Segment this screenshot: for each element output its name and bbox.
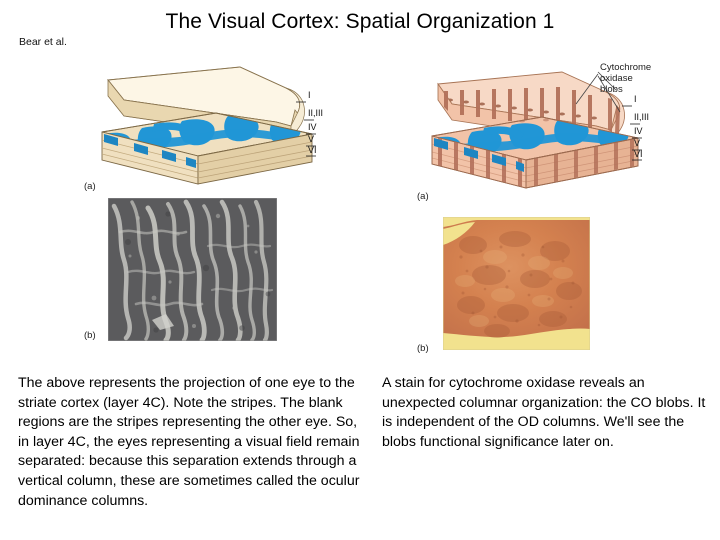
left-diagram-panel-tag: (a) xyxy=(84,181,96,192)
stripe-cut-edges-right xyxy=(434,138,524,172)
right-micrograph-panel-tag: (b) xyxy=(417,343,429,354)
layer-label-V-right: V xyxy=(634,138,641,148)
page-title: The Visual Cortex: Spatial Organization … xyxy=(165,10,555,33)
stripe-cut-edges xyxy=(104,134,196,168)
annotation-line-2: oxidase xyxy=(600,73,633,85)
co-blob-columns-curl xyxy=(608,98,620,136)
left-cortex-svg xyxy=(101,66,316,185)
layer-tick-marks xyxy=(296,101,316,157)
attribution-label: Bear et al. xyxy=(19,36,67,48)
layer-label-VI-right: VI xyxy=(634,149,643,159)
right-cortex-diagram: Cytochrome oxidase blobs I II,III IV V V… xyxy=(430,58,692,198)
layer-label-II-III-right: II,III xyxy=(634,112,650,122)
left-cortex-diagram: I II,III IV V VI xyxy=(90,58,350,198)
cytochrome-oxidase-blobs-annotation: Cytochrome oxidase blobs xyxy=(600,62,651,96)
right-layer-labels: I II,III IV V VI xyxy=(634,94,650,161)
layer-label-I: I xyxy=(308,90,311,100)
layer-label-I-right: I xyxy=(634,94,637,104)
right-cortex-svg xyxy=(431,71,642,189)
layer-label-IV-right: IV xyxy=(634,126,643,136)
layer-label-IV: IV xyxy=(308,122,317,132)
co-blob-columns-flap xyxy=(444,87,592,131)
annotation-line-1: Cytochrome xyxy=(600,62,652,73)
co-stain-svg xyxy=(443,217,590,350)
left-micrograph-panel-tag: (b) xyxy=(84,330,96,341)
right-caption-text: A stain for cytochrome oxidase reveals a… xyxy=(382,375,706,450)
autoradiograph-svg xyxy=(108,198,277,341)
layer-tick-marks-right xyxy=(622,105,642,161)
slab-front-face xyxy=(101,131,313,185)
annotation-line-3: blobs xyxy=(600,84,623,96)
right-diagram-panel-tag: (a) xyxy=(417,191,429,202)
left-layer-labels: I II,III IV V VI xyxy=(308,90,324,157)
layer-label-VI: VI xyxy=(308,145,317,155)
ocular-dominance-autoradiograph xyxy=(108,198,277,341)
cytochrome-oxidase-stain-image xyxy=(443,217,590,350)
layer-label-II-III: II,III xyxy=(308,108,324,118)
left-caption-text: The above represents the projection of o… xyxy=(18,375,360,509)
slab-faces-right xyxy=(431,135,639,189)
layer-label-V: V xyxy=(308,134,315,144)
annotation-leader-lines xyxy=(575,71,621,113)
